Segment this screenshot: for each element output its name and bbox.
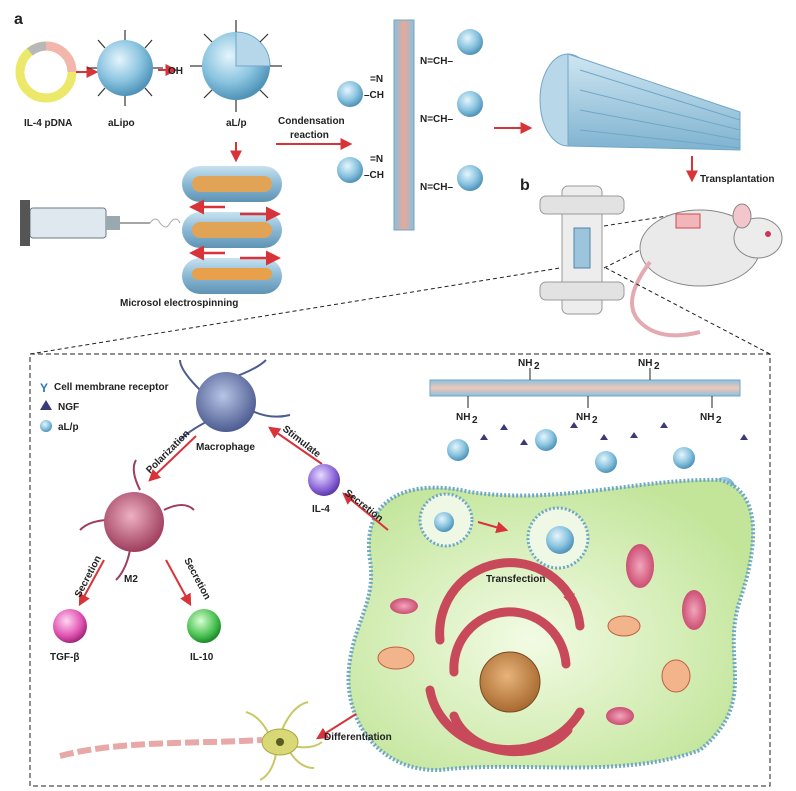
legend: Y Cell membrane receptor NGF aL/p bbox=[40, 381, 169, 433]
label-secretion-il4: Secretion bbox=[342, 488, 385, 525]
red-vesicles bbox=[390, 544, 706, 725]
il4-sphere bbox=[308, 464, 340, 496]
zoom-line-left bbox=[29, 267, 561, 355]
label-transplantation: Transplantation bbox=[700, 174, 774, 185]
arrow-differentiation bbox=[315, 713, 357, 740]
arrow-polarization bbox=[148, 435, 197, 482]
svg-text:=N: =N bbox=[370, 74, 383, 85]
label-il4: IL-4 bbox=[312, 504, 330, 515]
horizontal-fiber bbox=[429, 379, 741, 397]
alp-particle bbox=[190, 20, 282, 112]
svg-text:2: 2 bbox=[654, 361, 660, 372]
il10-sphere bbox=[187, 609, 221, 643]
svg-text:=N: =N bbox=[370, 154, 383, 165]
label-electrospinning: Microsol electrospinning bbox=[120, 298, 238, 309]
svg-text:N=CH–: N=CH– bbox=[420, 114, 454, 125]
label-polarization: Polarization bbox=[144, 428, 192, 476]
macrophage-cell bbox=[179, 359, 291, 441]
fiber-bundle bbox=[539, 53, 741, 151]
zoom-line-right bbox=[605, 267, 771, 355]
label-secretion-tgfb: Secretion bbox=[73, 554, 104, 599]
svg-text:N=CH–: N=CH– bbox=[420, 182, 454, 193]
svg-text:N=CH–: N=CH– bbox=[420, 56, 454, 67]
stretch-arrows bbox=[189, 199, 281, 266]
grafted-particles bbox=[337, 29, 483, 191]
arrow-secretion-il10 bbox=[165, 559, 192, 607]
nucleus bbox=[479, 651, 541, 713]
electrospun-fiber-3 bbox=[182, 258, 282, 294]
svg-text:2: 2 bbox=[716, 415, 722, 426]
m2-cell bbox=[79, 459, 195, 581]
endosomes bbox=[418, 492, 590, 570]
svg-text:NH: NH bbox=[456, 412, 470, 423]
alp-icon bbox=[40, 420, 52, 432]
arrow-stimulate bbox=[268, 426, 323, 465]
ngf-icon bbox=[40, 400, 52, 410]
arrow-endocytosis bbox=[477, 521, 509, 534]
label-alp: aL/p bbox=[226, 118, 247, 129]
label-tgfb: TGF-β bbox=[50, 652, 79, 663]
svg-text:2: 2 bbox=[534, 361, 540, 372]
svg-text:NH: NH bbox=[638, 358, 652, 369]
arrow-secretion-tgfb bbox=[78, 559, 105, 607]
spinal-column bbox=[539, 185, 625, 315]
label-macrophage: Macrophage bbox=[196, 442, 255, 453]
electrospun-fiber-1 bbox=[182, 166, 282, 202]
label-condensation-1: Condensation bbox=[278, 116, 345, 127]
plasmid-il4-pdna bbox=[15, 41, 77, 103]
vertical-fiber bbox=[393, 19, 415, 231]
label-alipo: aLipo bbox=[108, 118, 135, 129]
label-il10: IL-10 bbox=[190, 652, 214, 663]
imine-links: N=CH– N=CH– N=CH– =N –CH =N –CH bbox=[364, 56, 454, 193]
svg-text:NH: NH bbox=[576, 412, 590, 423]
label-differentiation: Differentiation bbox=[324, 732, 392, 743]
neuron bbox=[59, 701, 323, 781]
label-transfection: Transfection bbox=[486, 574, 545, 585]
label-condensation-2: reaction bbox=[290, 130, 329, 141]
detail-box bbox=[29, 353, 771, 787]
label-stimulate: Stimulate bbox=[280, 424, 323, 461]
electrospun-fiber-2 bbox=[182, 212, 282, 248]
legend-ngf: NGF bbox=[58, 402, 79, 413]
alipo-particle bbox=[87, 30, 163, 106]
label-m2: M2 bbox=[124, 574, 138, 585]
svg-text:NH: NH bbox=[518, 358, 532, 369]
rat bbox=[630, 203, 783, 338]
svg-text:2: 2 bbox=[592, 415, 598, 426]
label-il4-pdna: IL-4 pDNA bbox=[24, 118, 72, 129]
svg-text:–CH: –CH bbox=[364, 90, 384, 101]
receptor-icon: Y bbox=[40, 381, 48, 395]
legend-alp: aL/p bbox=[58, 422, 79, 433]
endoplasmic-reticulum bbox=[425, 558, 585, 757]
syringe bbox=[20, 200, 181, 246]
panel-label-b: b bbox=[520, 177, 530, 194]
label-oh: OH bbox=[168, 66, 183, 77]
svg-text:2: 2 bbox=[472, 415, 478, 426]
svg-text:–CH: –CH bbox=[364, 170, 384, 181]
svg-text:NH: NH bbox=[700, 412, 714, 423]
tgfb-sphere bbox=[53, 609, 87, 643]
legend-receptor: Cell membrane receptor bbox=[54, 382, 169, 393]
arrow-secretion-il4 bbox=[342, 492, 389, 531]
mitochondria bbox=[377, 615, 691, 693]
ngf-molecules bbox=[480, 422, 748, 445]
panel-label-a: a bbox=[14, 11, 23, 28]
